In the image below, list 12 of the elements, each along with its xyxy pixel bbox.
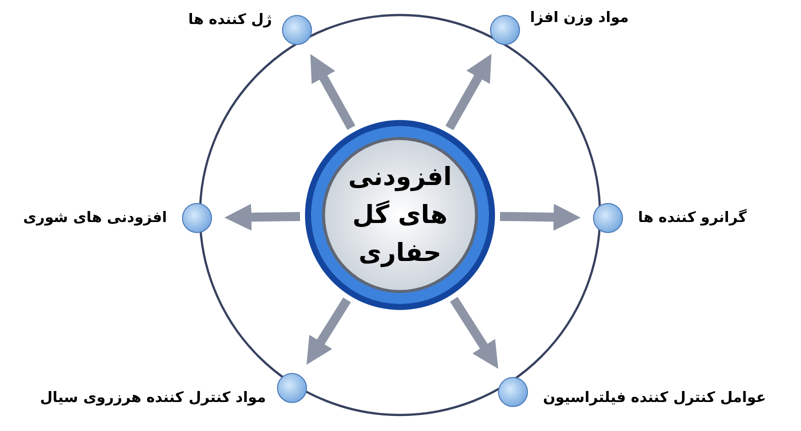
- node-label: افزودنی های شوری: [23, 210, 167, 226]
- arrow: [306, 297, 351, 365]
- node-label: گرانرو کننده ها: [638, 210, 747, 226]
- node-label: مواد کنترل کننده هرزروی سیال: [40, 390, 266, 406]
- arrow: [310, 54, 356, 130]
- node-label: ژل کننده ها: [188, 12, 272, 28]
- node-label: عوامل کنترل کننده فیلتراسیون: [543, 390, 766, 406]
- arrow: [224, 204, 300, 231]
- arrow: [500, 204, 581, 231]
- node-label: مواد وزن افزا: [530, 10, 629, 26]
- arrow: [450, 296, 498, 369]
- arrow: [445, 54, 492, 130]
